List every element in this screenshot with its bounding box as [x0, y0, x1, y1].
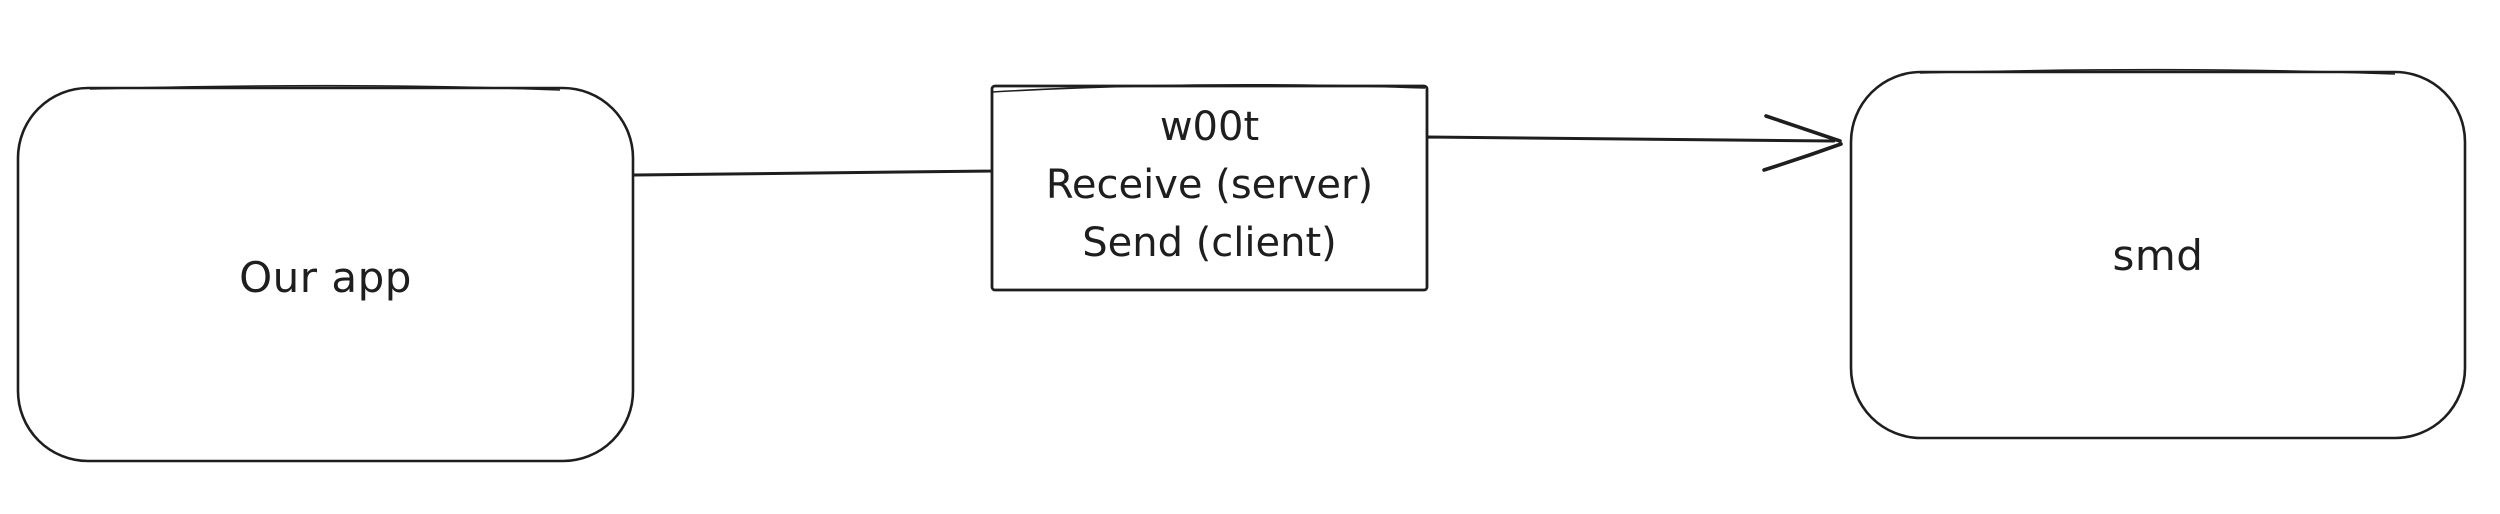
our-app-node-shape[interactable]	[16, 86, 635, 463]
smd-node-shape[interactable]	[1849, 70, 2467, 440]
our-app-node-label[interactable]: Our app	[239, 253, 412, 302]
edge-label-line-3: Send (client)	[1082, 220, 1337, 266]
smd-node-sketch-stroke	[1919, 68, 2396, 75]
edge-label-line-2: Receive (server)	[1045, 162, 1374, 208]
our-app-node-sketch-stroke	[89, 84, 561, 91]
edge-label[interactable]: w00t Receive (server) Send (client)	[992, 98, 1427, 272]
edge-label-line-1: w00t	[1159, 104, 1260, 150]
arrowhead-icon	[1762, 114, 1843, 172]
smd-node-label[interactable]: smd	[2112, 231, 2204, 280]
edge-label-box-sketch-stroke	[991, 84, 1426, 93]
edge-label-box[interactable]	[990, 84, 1429, 292]
